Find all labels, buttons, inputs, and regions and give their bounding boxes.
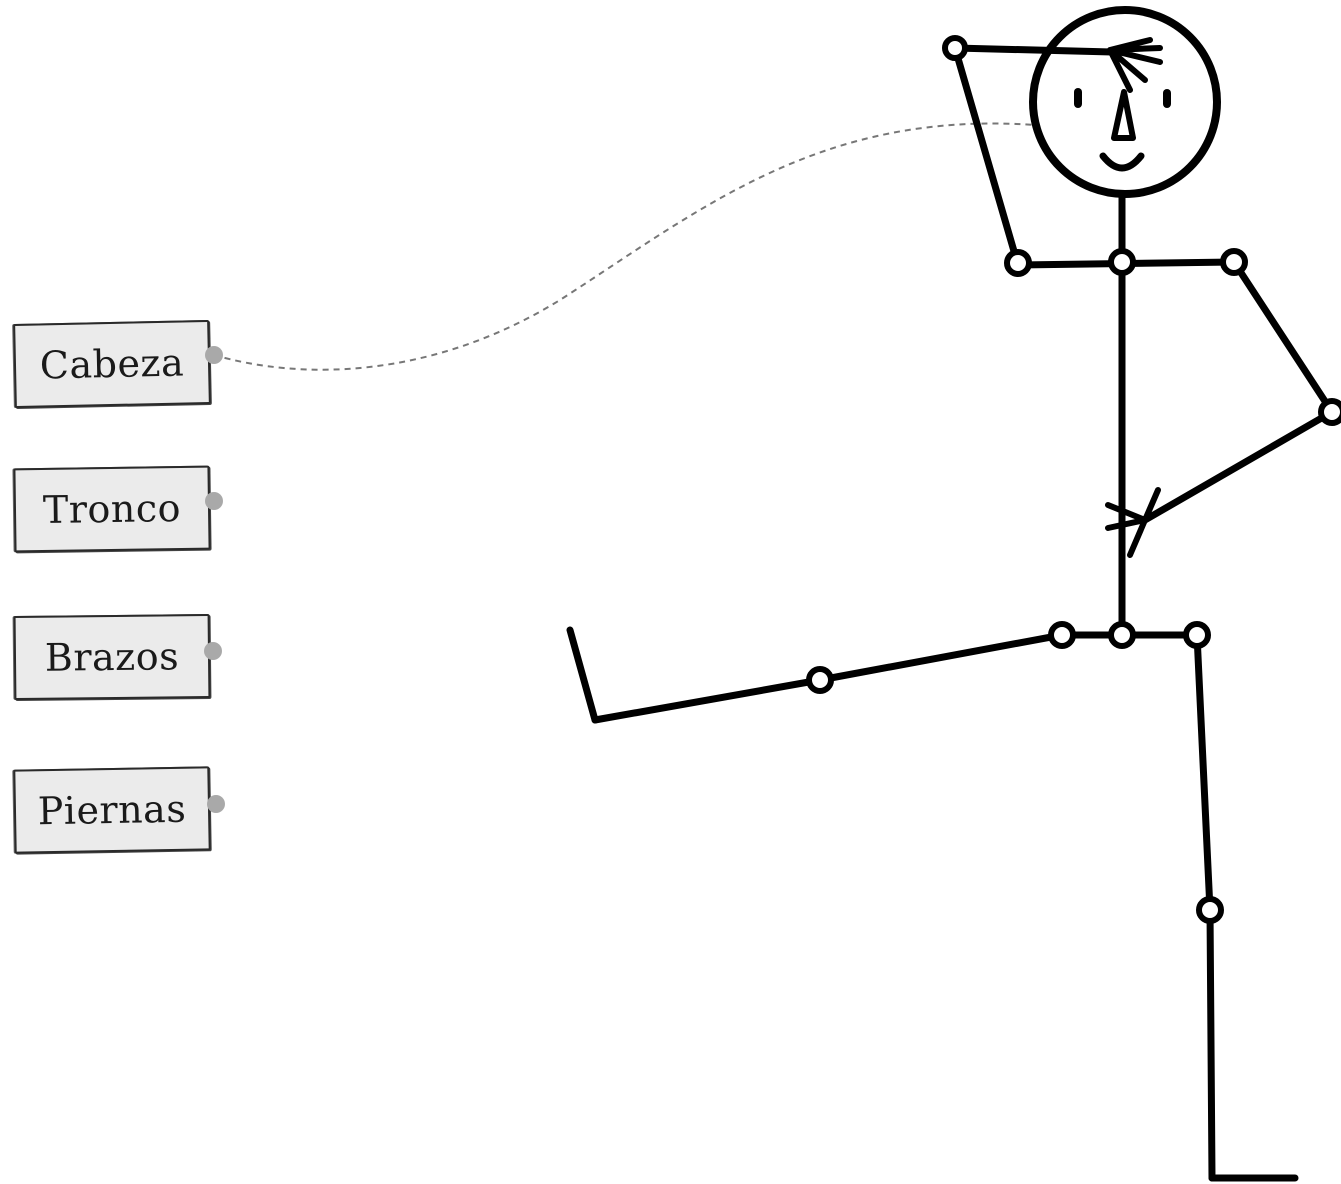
right-forearm	[1141, 408, 1336, 524]
connector-dot-icon[interactable]	[207, 795, 225, 813]
joint-left-shoulder[interactable]	[1004, 249, 1032, 277]
nose-icon	[1111, 89, 1136, 141]
left-upper-arm	[951, 44, 1022, 269]
joint-right-knee[interactable]	[1196, 896, 1224, 924]
label-card-cabeza[interactable]: Cabeza	[13, 319, 211, 409]
connector-dot-icon[interactable]	[205, 346, 223, 364]
figure-joints	[806, 35, 1341, 924]
stick-figure	[566, 6, 1336, 1182]
label-text: Tronco	[42, 486, 182, 532]
left-shin	[591, 676, 824, 724]
left-thigh	[816, 631, 1066, 684]
label-card-brazos[interactable]: Brazos	[13, 613, 211, 701]
hand-on-head-icon	[1107, 37, 1163, 93]
label-card-tronco[interactable]: Tronco	[13, 465, 211, 553]
mouth-icon	[1099, 152, 1145, 172]
connection-line-cabeza	[213, 122, 1036, 371]
connector-dot-icon[interactable]	[205, 492, 223, 510]
joint-left-hip[interactable]	[1048, 621, 1076, 649]
hand-on-hip-icon	[1105, 487, 1161, 558]
right-upper-arm	[1230, 258, 1336, 416]
joint-left-hand[interactable]	[942, 35, 968, 61]
joint-right-elbow[interactable]	[1318, 398, 1341, 426]
figure-head	[1029, 6, 1221, 198]
left-forearm	[951, 44, 1116, 56]
label-text: Piernas	[37, 786, 187, 834]
joint-right-shoulder[interactable]	[1220, 248, 1248, 276]
joint-neck[interactable]	[1108, 248, 1136, 276]
connector-dot-icon[interactable]	[204, 642, 222, 660]
label-card-piernas[interactable]: Piernas	[13, 766, 211, 854]
left-foot	[566, 626, 599, 724]
right-thigh	[1193, 631, 1214, 914]
joint-pelvis[interactable]	[1108, 621, 1136, 649]
joint-left-knee[interactable]	[806, 666, 834, 694]
label-text: Brazos	[44, 634, 180, 680]
right-shin	[1206, 906, 1216, 1182]
joint-right-hip[interactable]	[1183, 621, 1211, 649]
label-text: Cabeza	[39, 340, 185, 388]
